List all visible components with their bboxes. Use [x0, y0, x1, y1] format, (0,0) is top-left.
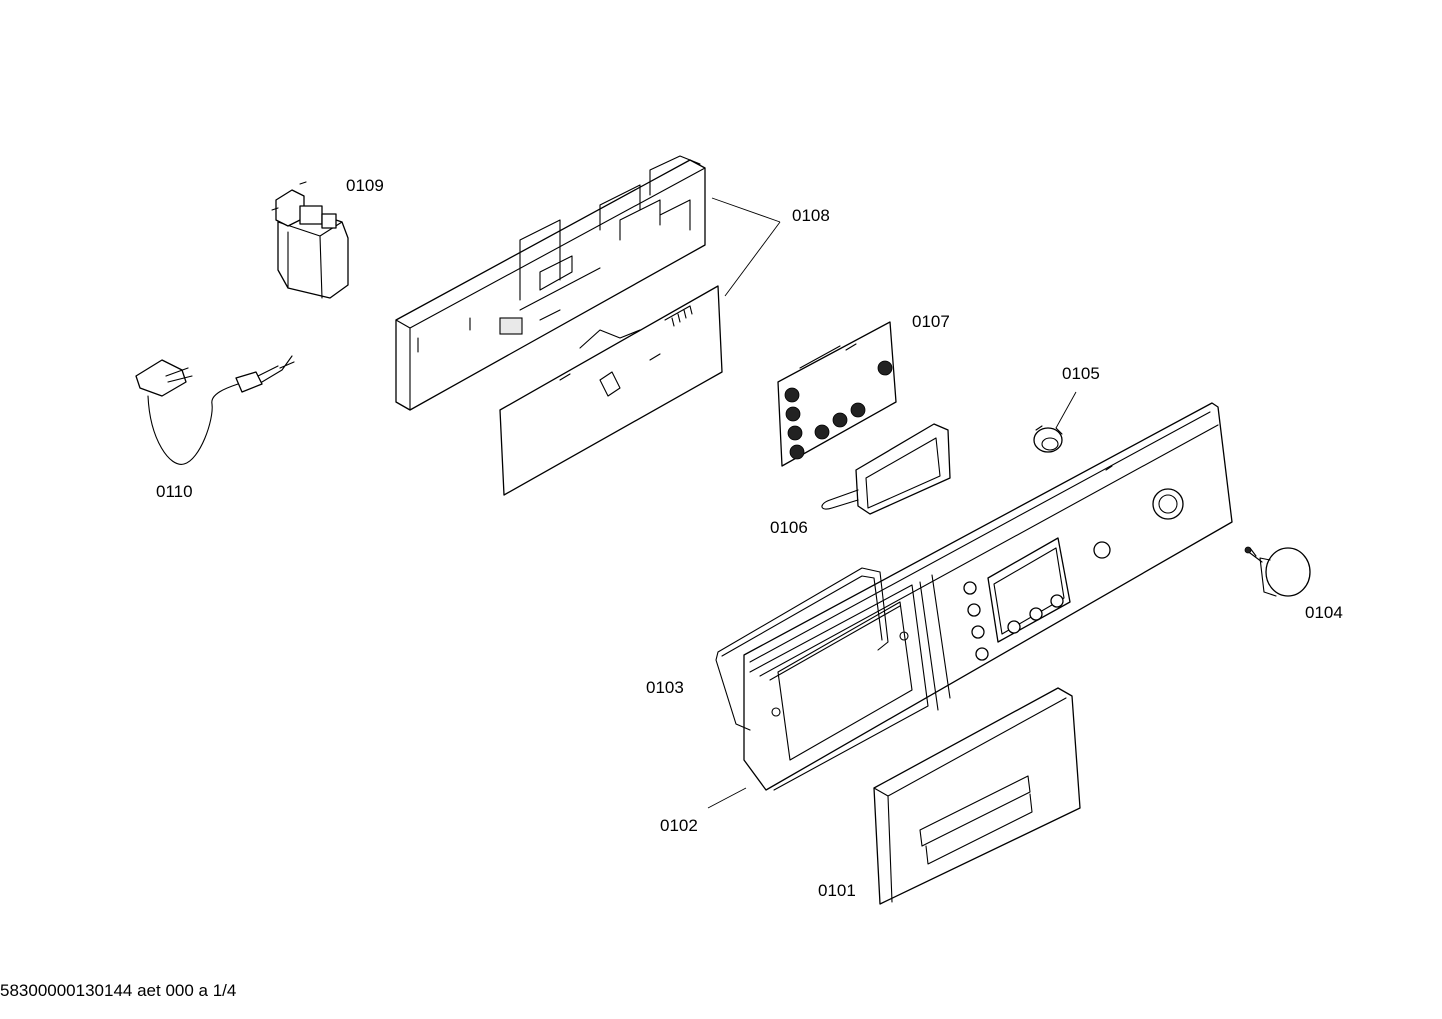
- part-label-0106: 0106: [770, 518, 808, 537]
- part-label-0104: 0104: [1305, 603, 1343, 622]
- part-label-0108: 0108: [792, 206, 830, 225]
- document-code-footer: 58300000130144 aet 000 a 1/4: [0, 981, 237, 1000]
- leader-0105: [1055, 391, 1077, 429]
- part-0104-main-knob: [1244, 546, 1311, 597]
- part-0105-knob-cap: [1033, 425, 1063, 453]
- part-0109-suppressor: [271, 181, 349, 299]
- part-0108-module-housing: [395, 155, 706, 411]
- part-label-0102: 0102: [660, 816, 698, 835]
- part-label-0101: 0101: [818, 881, 856, 900]
- part-label-0109: 0109: [346, 176, 384, 195]
- part-label-0103: 0103: [646, 678, 684, 697]
- part-label-0107: 0107: [912, 312, 950, 331]
- part-label-0105: 0105: [1062, 364, 1100, 383]
- part-0103-seal: [715, 567, 889, 731]
- leader-0102: [707, 787, 747, 809]
- part-0107-electronics-board: [777, 321, 897, 467]
- part-0108-circuit-board: [499, 285, 723, 496]
- part-0102-control-panel: [743, 402, 1233, 791]
- leader-0108-a: [711, 197, 781, 223]
- part-0110-power-cord: [135, 355, 295, 465]
- part-label-0110: 0110: [156, 482, 193, 501]
- part-0101-drawer-front: [873, 687, 1081, 905]
- leader-0108-b: [724, 221, 781, 297]
- part-0106-display-cover: [821, 423, 951, 515]
